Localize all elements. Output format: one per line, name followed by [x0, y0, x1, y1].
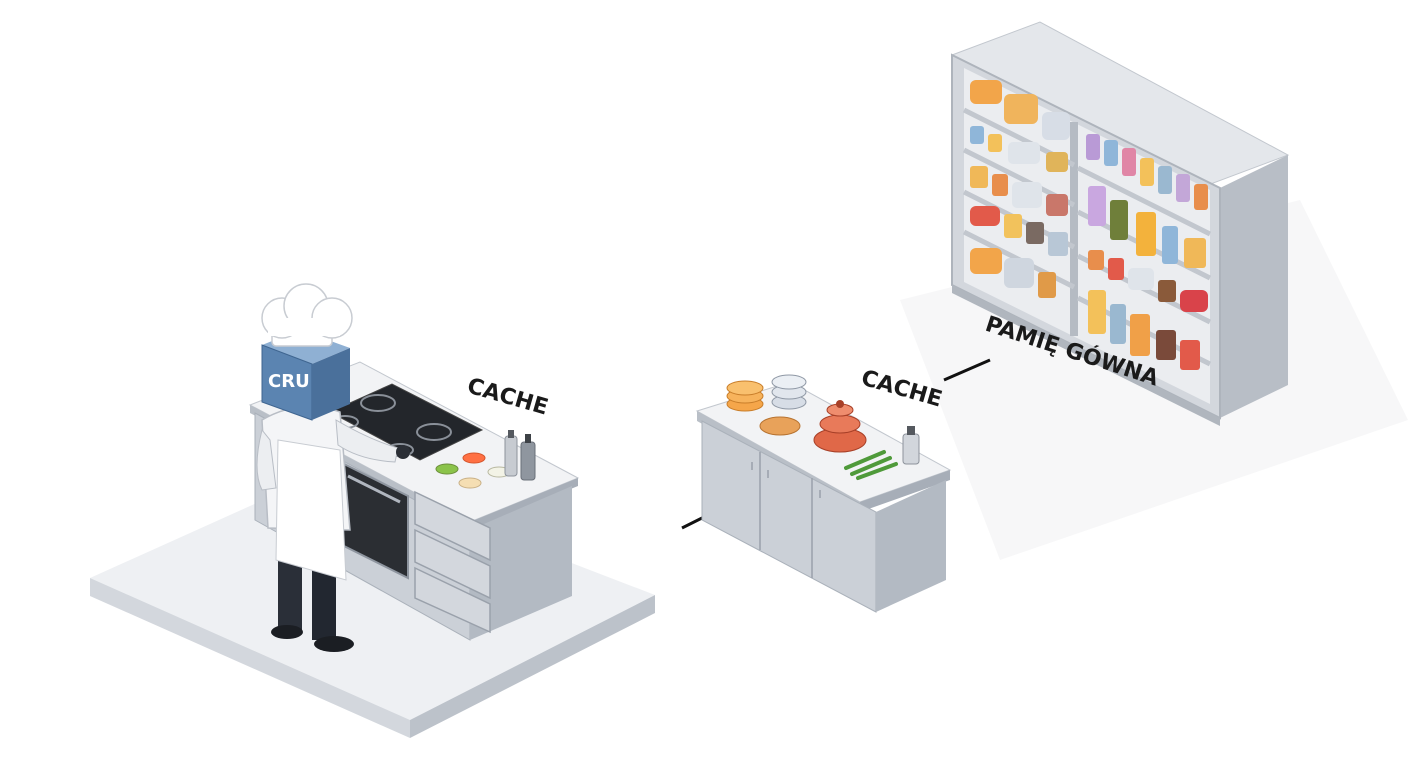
chef-figure: CRU — [256, 283, 410, 652]
cache-counter — [695, 374, 952, 613]
label-connector — [943, 358, 991, 382]
kitchen-platform — [90, 470, 655, 738]
bottle-icon — [504, 430, 536, 481]
bottle-icon — [902, 426, 920, 465]
chef-hat-icon — [261, 283, 353, 347]
chef-badge: CRU — [268, 371, 310, 392]
pot-icon — [813, 400, 867, 453]
green-beans — [844, 450, 898, 480]
pantry-shelf — [950, 21, 1290, 426]
drawers — [414, 490, 491, 634]
cache-label-stove: CACHE — [464, 374, 550, 421]
pantry-jars-right — [1086, 134, 1208, 370]
pantry-jars-left — [970, 80, 1070, 298]
plates-icon — [726, 374, 807, 412]
